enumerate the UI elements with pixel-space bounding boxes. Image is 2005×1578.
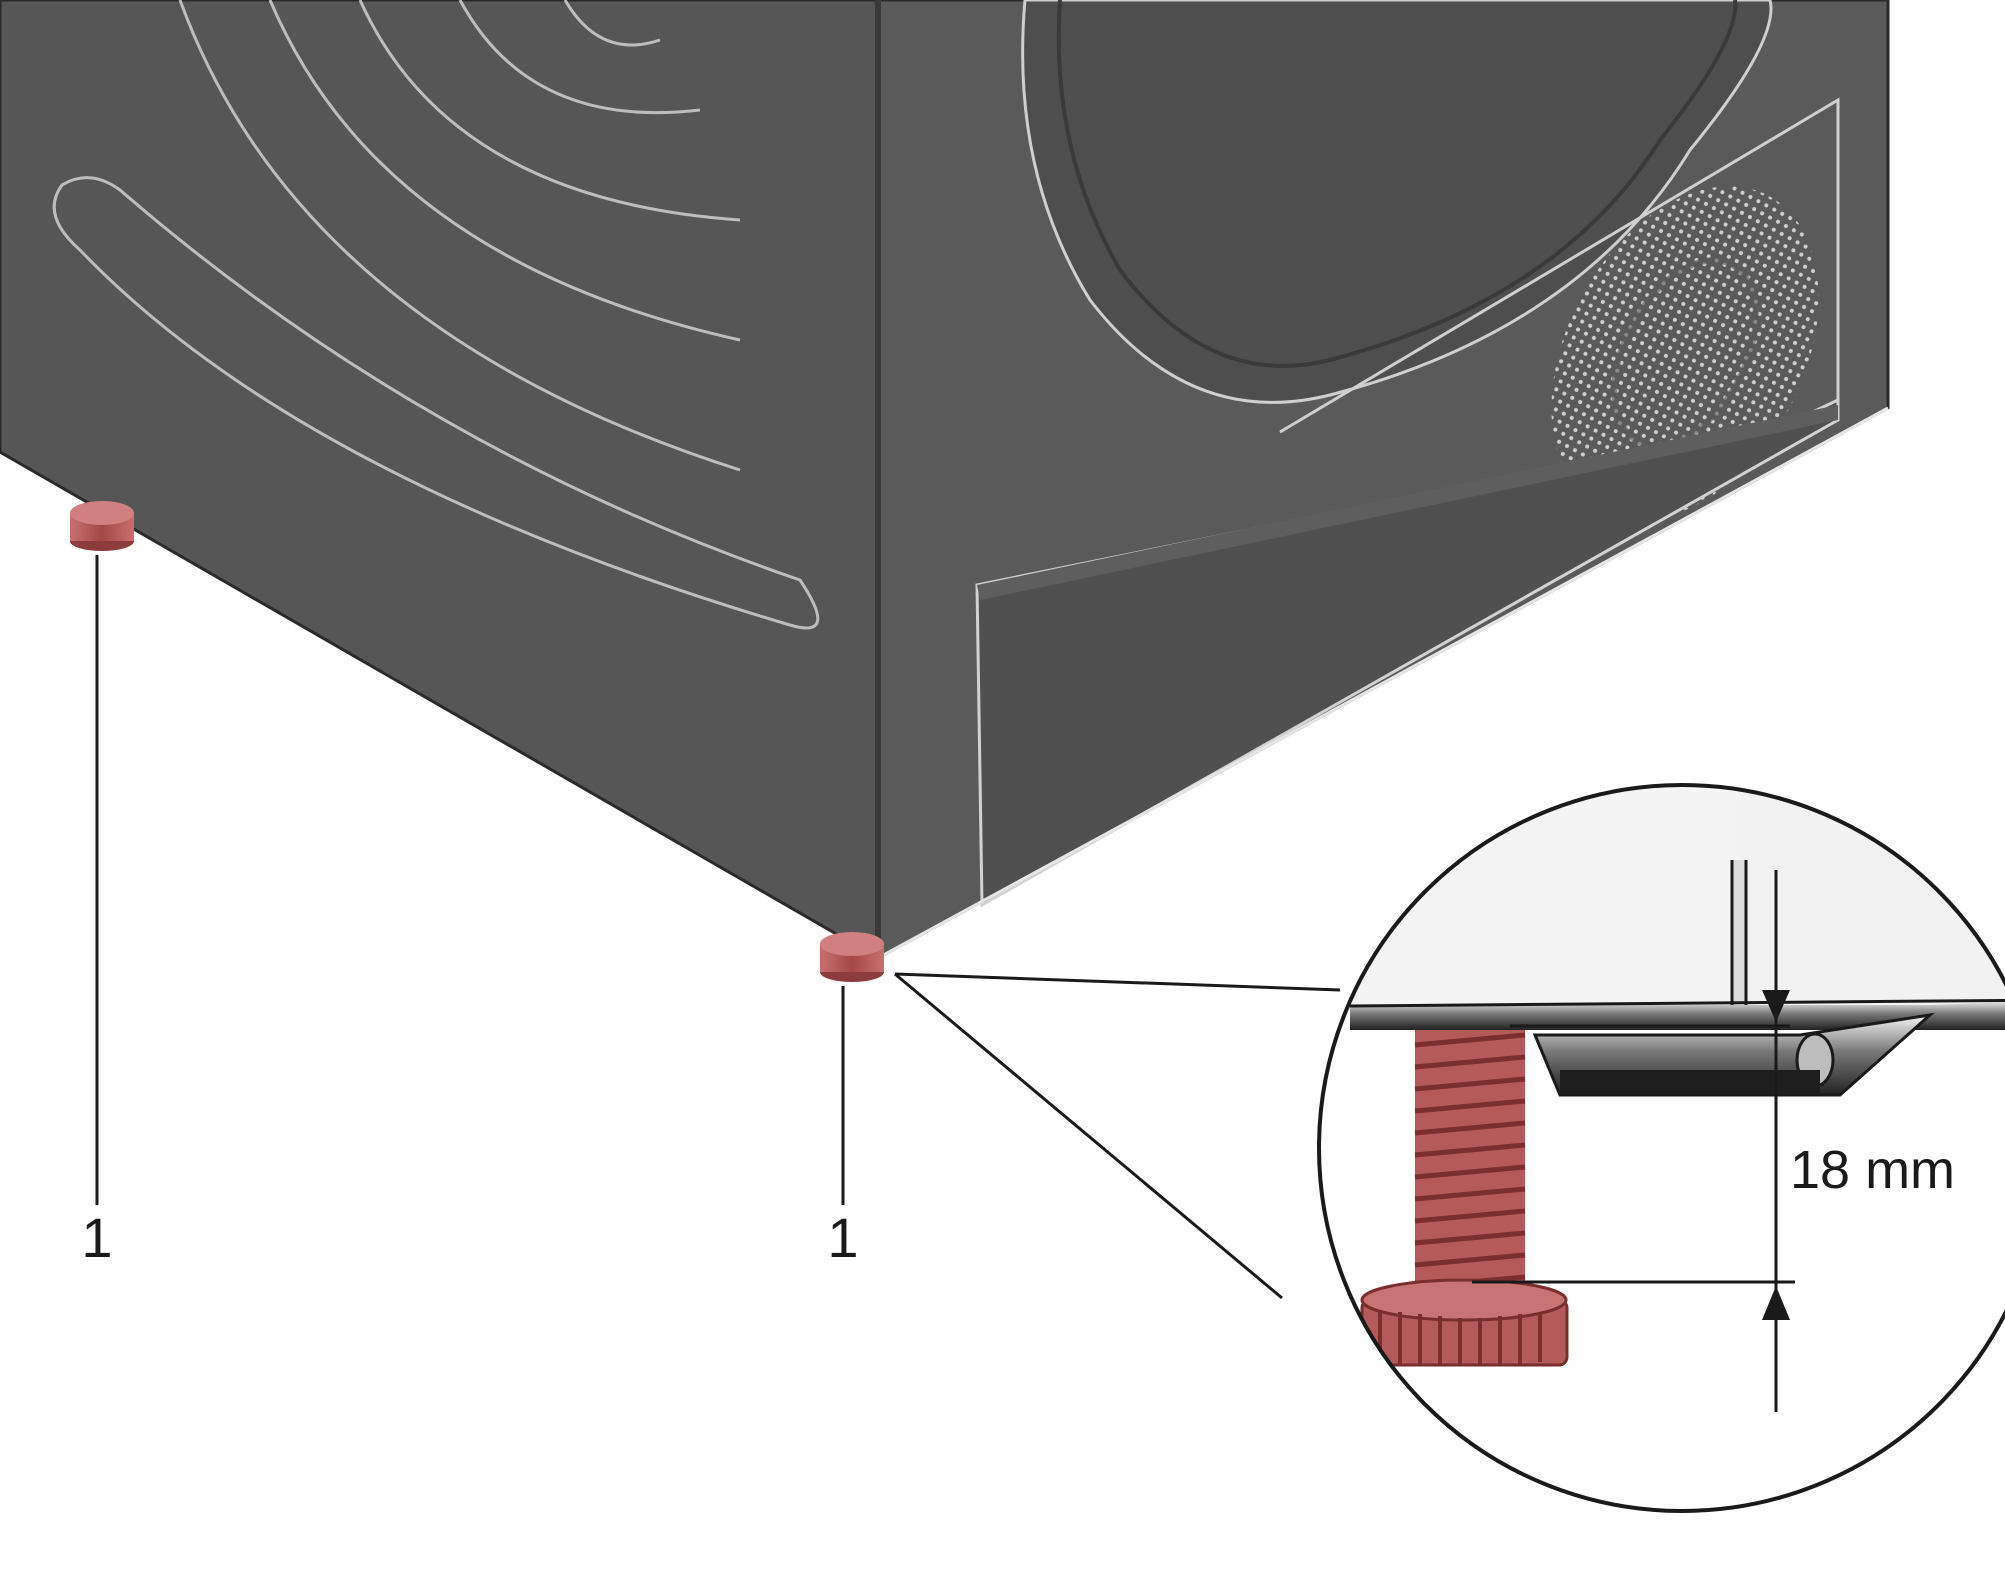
dryer-door — [1021, 0, 1773, 404]
zoom-leader-upper — [894, 972, 1341, 992]
dimension-label: 18 mm — [1790, 1140, 1955, 1200]
side-panel-contours — [52, 0, 820, 630]
right-foot-callout: 1 — [827, 1206, 858, 1269]
zoom-leader-lower — [894, 972, 1283, 1300]
left-foot-callout: 1 — [81, 1206, 112, 1269]
dryer-body — [0, 0, 1890, 961]
right-foot — [820, 932, 884, 982]
adjustable-foot-icon — [70, 501, 134, 525]
dimension-arrow-icon — [1762, 870, 1790, 1412]
detail-magnifier: 18 mm — [1317, 783, 2005, 1513]
adjustable-foot-icon — [820, 932, 884, 956]
adjustable-foot-screw — [1360, 1030, 1569, 1367]
dryer-side-panel — [0, 0, 880, 961]
left-foot — [70, 501, 134, 551]
